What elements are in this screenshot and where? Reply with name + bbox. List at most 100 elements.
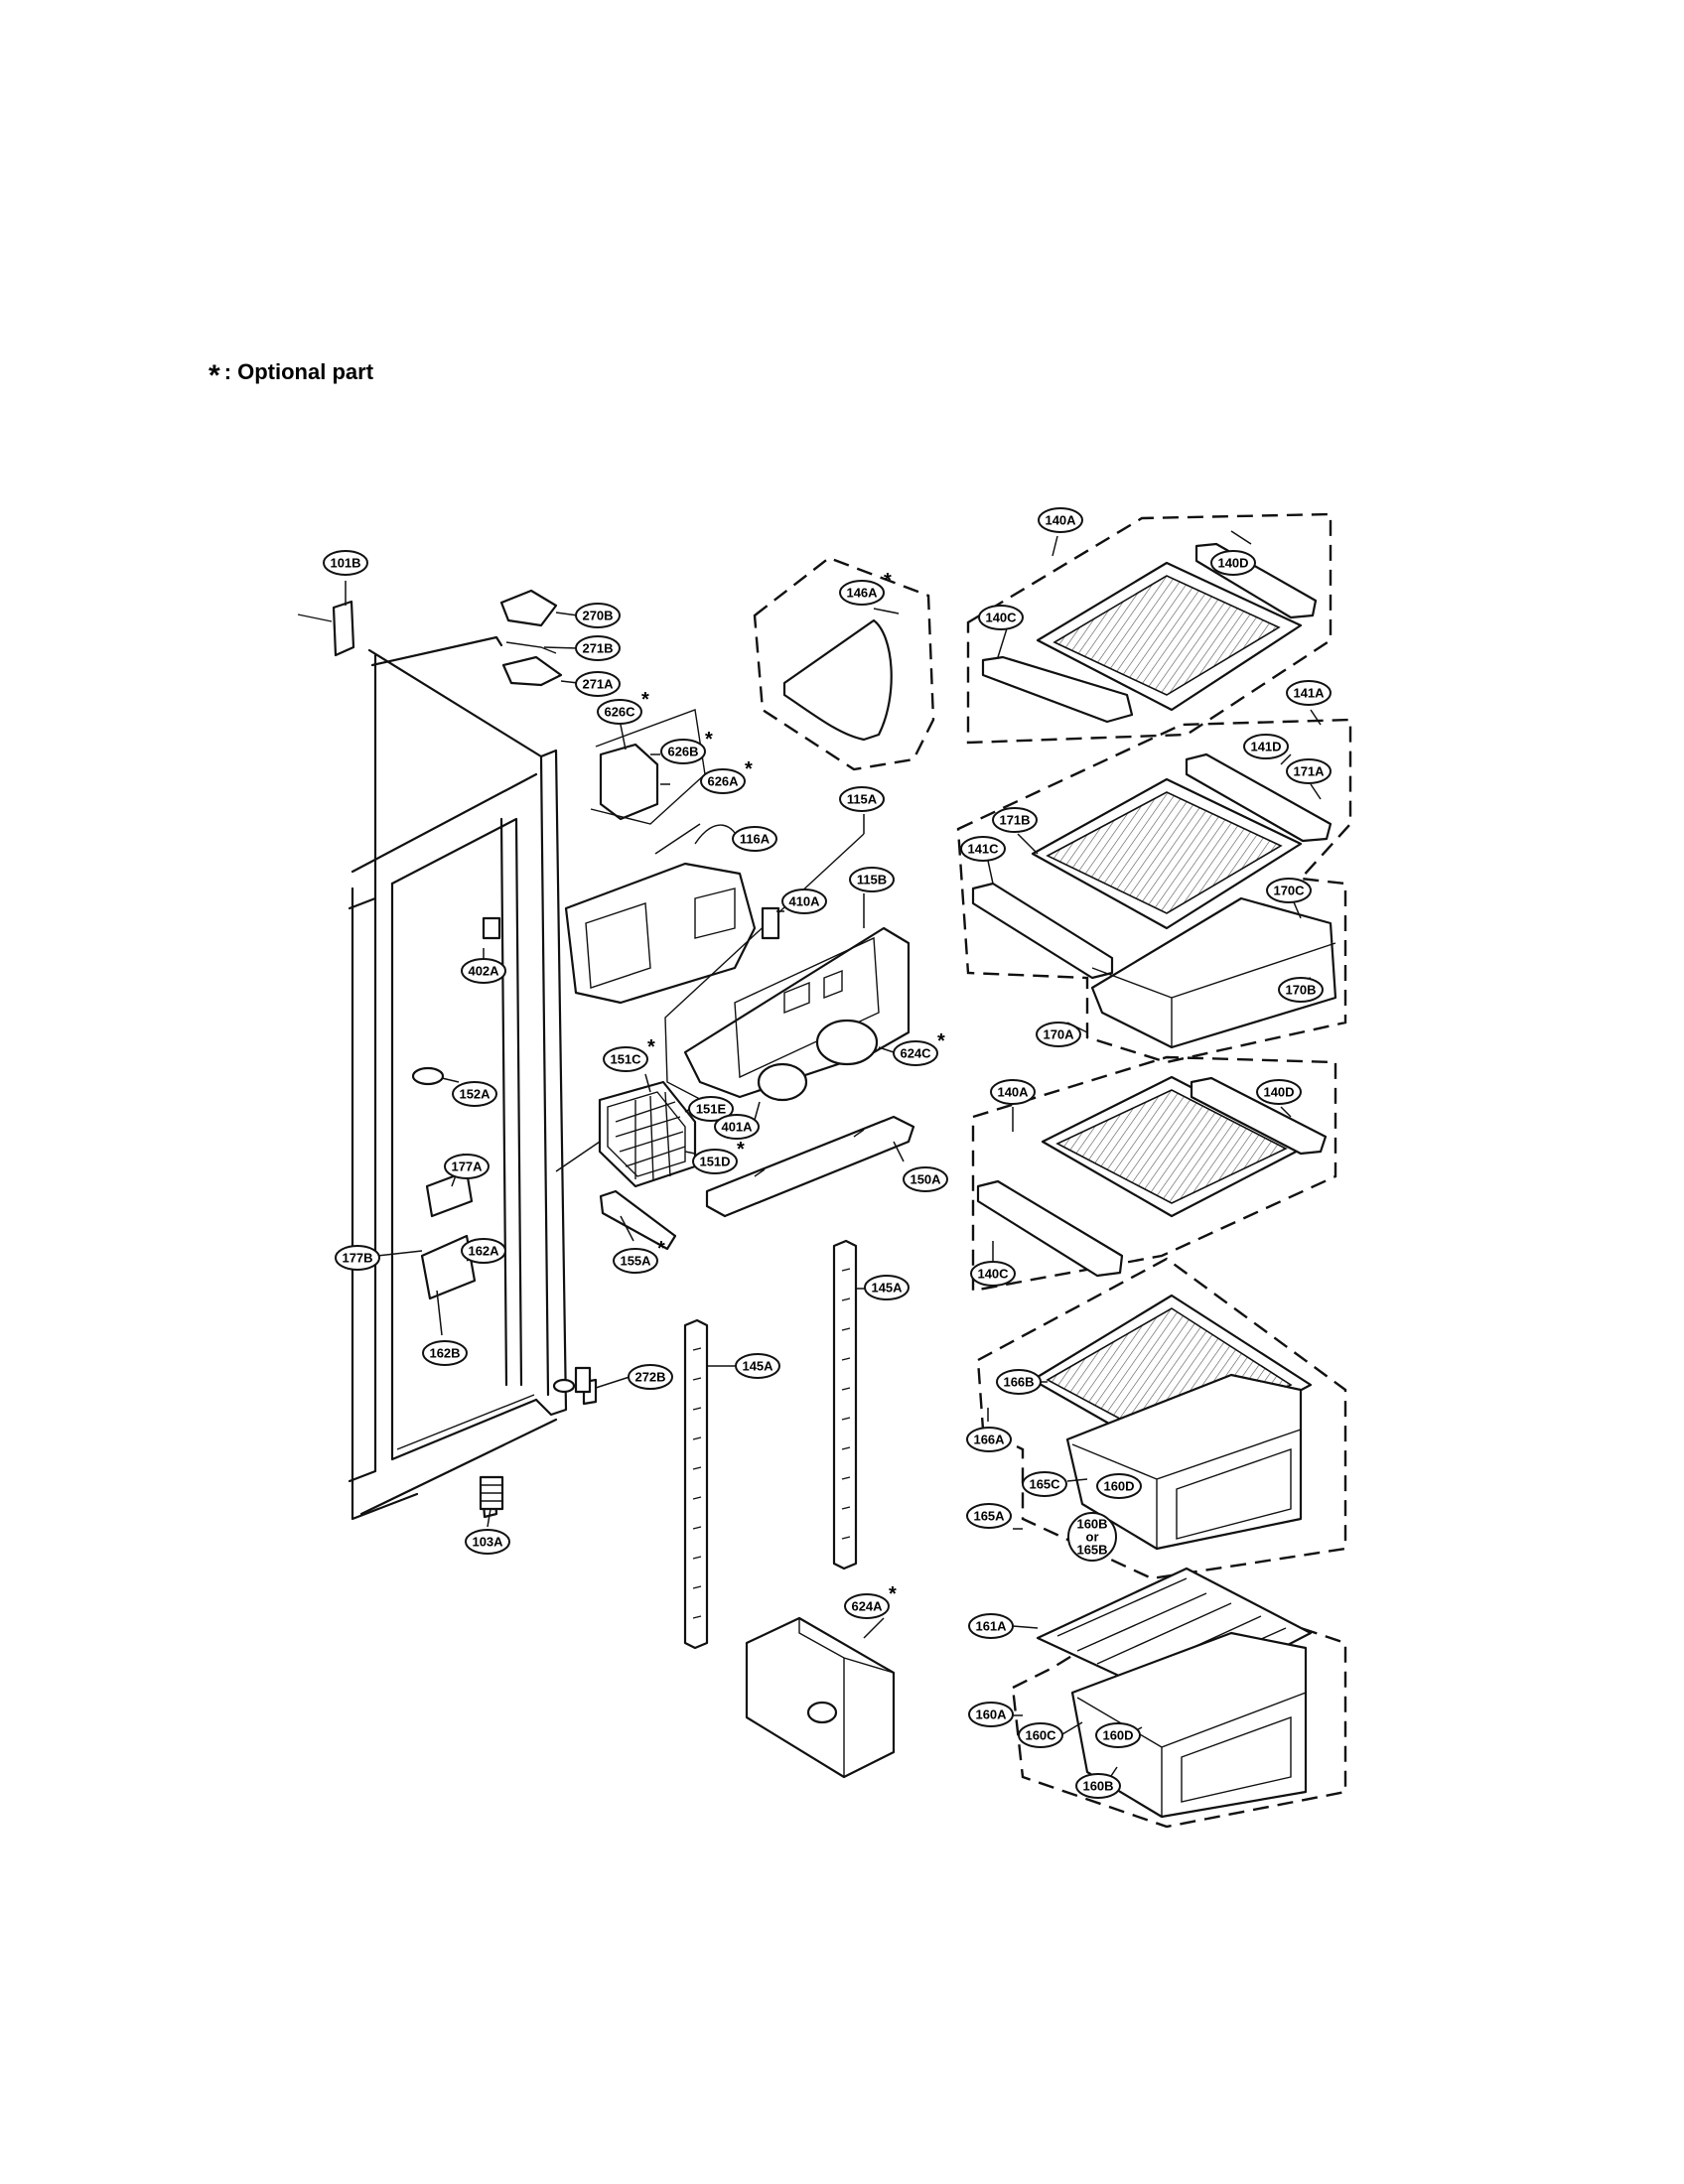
fan-motor-box <box>745 1616 896 1779</box>
callout-401a: 401A <box>714 1114 760 1140</box>
callout-271b: 271B <box>575 635 621 661</box>
callout-624a: 624A* <box>844 1583 897 1619</box>
svg-text:115B: 115B <box>857 873 887 887</box>
crisper-160 <box>1011 1567 1347 1829</box>
leader-lines <box>345 530 1322 1783</box>
svg-text:*: * <box>884 570 892 592</box>
svg-text:271B: 271B <box>582 641 613 656</box>
callout-170c: 170C <box>1266 878 1312 903</box>
callout-626c: 626C* <box>597 689 649 725</box>
door-hinge <box>552 1366 592 1394</box>
svg-text:140A: 140A <box>997 1085 1029 1100</box>
svg-text:151C: 151C <box>610 1052 641 1067</box>
svg-text:626A: 626A <box>707 774 739 789</box>
callout-145a-right: 145A <box>864 1275 910 1300</box>
refrigerator-cabinet <box>348 635 568 1521</box>
callout-140c-upper: 140C <box>978 605 1024 630</box>
callout-270b: 270B <box>575 603 621 628</box>
callout-160b-lower: 160B <box>1075 1773 1121 1799</box>
callout-115a: 115A <box>839 786 885 812</box>
callout-145a-left: 145A <box>735 1353 780 1379</box>
callout-tags: 101B 270B 271B 271A 626C* 626B* 626A* 14… <box>323 507 1332 1799</box>
legend-text: : Optional part <box>223 359 374 384</box>
svg-text:*: * <box>737 1139 745 1160</box>
callout-624c: 624C* <box>893 1030 945 1066</box>
svg-text:155A: 155A <box>620 1254 651 1269</box>
svg-text:165B: 165B <box>1076 1543 1107 1558</box>
shelf-rails <box>683 1239 858 1650</box>
svg-text:165A: 165A <box>973 1509 1005 1524</box>
svg-text:160D: 160D <box>1102 1728 1133 1743</box>
svg-text:624C: 624C <box>900 1046 931 1061</box>
svg-text:166A: 166A <box>973 1433 1005 1447</box>
svg-text:141A: 141A <box>1293 686 1325 701</box>
svg-text:103A: 103A <box>472 1535 503 1550</box>
svg-text:140A: 140A <box>1045 513 1076 528</box>
svg-text:170B: 170B <box>1285 983 1316 998</box>
callout-626b: 626B* <box>660 729 713 764</box>
svg-text:101B: 101B <box>330 556 360 571</box>
svg-text:410A: 410A <box>788 894 820 909</box>
callout-626a: 626A * <box>700 758 753 794</box>
callout-160c: 160C <box>1018 1722 1063 1748</box>
svg-text:177A: 177A <box>451 1160 483 1174</box>
svg-text:171B: 171B <box>999 813 1030 828</box>
svg-text:*: * <box>889 1583 897 1605</box>
callout-177a: 177A <box>444 1154 490 1179</box>
shelf-140-upper <box>966 512 1333 745</box>
callout-141a: 141A <box>1286 680 1332 706</box>
callout-116a: 116A <box>732 826 777 852</box>
callout-272b: 272B <box>628 1364 673 1390</box>
callout-151e: 151E <box>688 1096 734 1122</box>
svg-text:*: * <box>647 1036 655 1058</box>
callout-166a: 166A <box>966 1427 1012 1452</box>
svg-text:152A: 152A <box>459 1087 491 1102</box>
svg-text:141C: 141C <box>967 842 999 857</box>
svg-text:115A: 115A <box>847 792 878 807</box>
leveling-leg <box>479 1475 504 1511</box>
callout-140d-upper: 140D <box>1210 550 1256 576</box>
callout-140d-lower: 140D <box>1256 1079 1302 1105</box>
callout-155a: 155A* <box>613 1238 665 1274</box>
svg-text:170A: 170A <box>1043 1027 1074 1042</box>
svg-text:160D: 160D <box>1103 1479 1134 1494</box>
svg-text:*: * <box>745 758 753 780</box>
callout-171b: 171B <box>992 807 1038 833</box>
callout-171a: 171A <box>1286 758 1332 784</box>
svg-text:151E: 151E <box>696 1102 727 1117</box>
svg-text:or: or <box>1086 1530 1099 1545</box>
svg-text:165C: 165C <box>1029 1477 1060 1492</box>
callout-160d-lower: 160D <box>1095 1722 1141 1748</box>
svg-text:272B: 272B <box>634 1370 665 1385</box>
svg-text:270B: 270B <box>582 609 613 623</box>
callout-162b: 162B <box>422 1340 468 1366</box>
svg-text:140C: 140C <box>977 1267 1009 1282</box>
svg-text:171A: 171A <box>1293 764 1325 779</box>
svg-text:145A: 145A <box>871 1281 903 1296</box>
svg-text:162B: 162B <box>429 1346 460 1361</box>
callout-165a: 165A <box>966 1503 1012 1529</box>
shelf-140-lower <box>971 1055 1337 1293</box>
svg-text:166B: 166B <box>1003 1375 1034 1390</box>
legend-asterisk: * <box>209 359 220 392</box>
callout-177b: 177B <box>335 1245 380 1271</box>
cabinet-hardware <box>297 600 598 1519</box>
crisper-165 <box>976 1257 1347 1580</box>
svg-text:626C: 626C <box>604 705 635 720</box>
callout-152a: 152A <box>452 1081 497 1107</box>
svg-text:160C: 160C <box>1025 1728 1056 1743</box>
callout-140a-lower: 140A <box>990 1079 1036 1105</box>
callout-150a: 150A <box>903 1166 948 1192</box>
callout-115b: 115B <box>849 867 895 892</box>
callout-170a: 170A <box>1036 1022 1081 1047</box>
svg-text:140C: 140C <box>985 611 1017 625</box>
callout-170b: 170B <box>1278 977 1324 1003</box>
callout-271a: 271A <box>575 671 621 697</box>
svg-text:*: * <box>705 729 713 751</box>
svg-text:162A: 162A <box>468 1244 499 1259</box>
callout-166b: 166B <box>996 1369 1042 1395</box>
door-bin <box>753 556 935 771</box>
callout-162a: 162A <box>461 1238 506 1264</box>
svg-text:150A: 150A <box>910 1172 941 1187</box>
svg-text:271A: 271A <box>582 677 614 692</box>
